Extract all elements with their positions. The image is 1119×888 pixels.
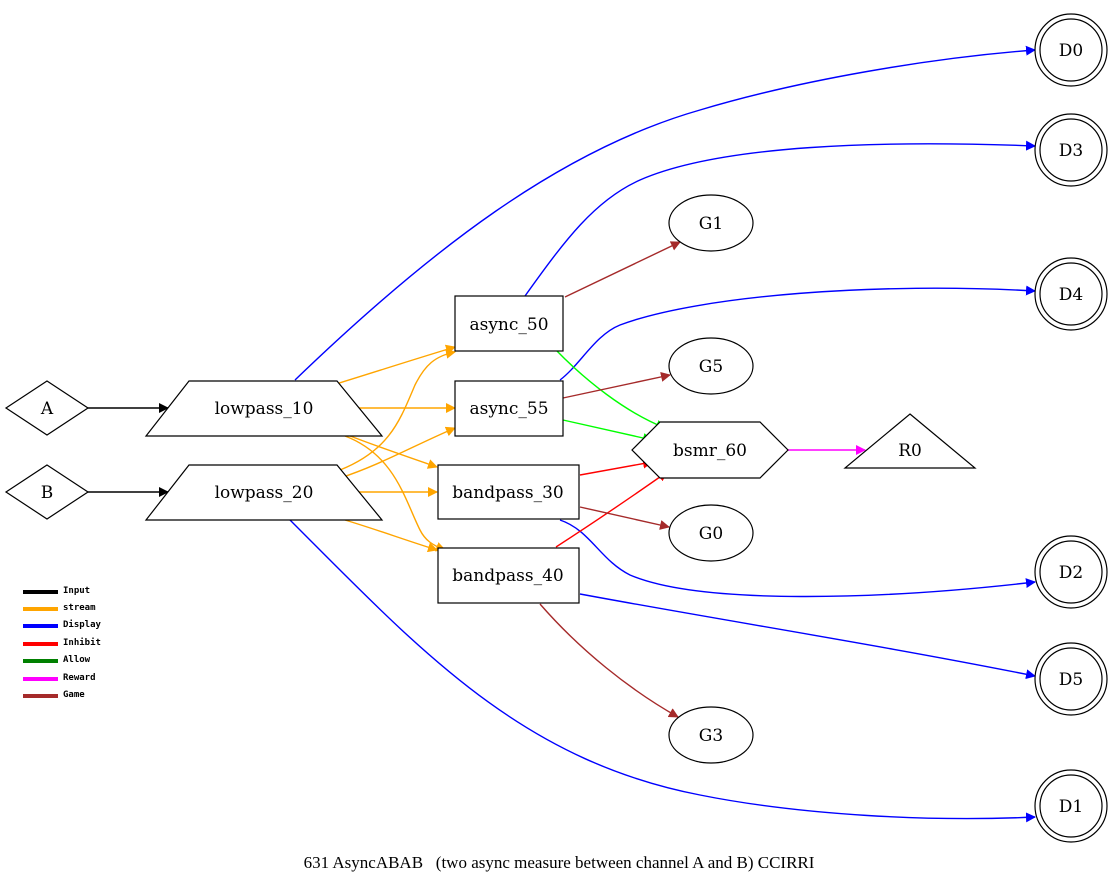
legend-item-stream: stream [23, 603, 96, 613]
node-label: R0 [898, 441, 922, 461]
edge-async_55-G5 [562, 372, 671, 399]
node-label: B [41, 483, 54, 503]
node-label: D2 [1059, 563, 1083, 583]
edge-bandpass_30-bsmr_60 [579, 458, 653, 476]
trapezium-shape [144, 380, 384, 437]
node-bsmr_60[interactable]: bsmr_60 [631, 421, 789, 479]
edge-async_50-bsmr_60 [555, 349, 666, 430]
node-bandpass_40[interactable]: bandpass_40 [437, 547, 580, 604]
box-shape [437, 547, 580, 604]
legend-label: Game [63, 690, 85, 700]
legend-item-inhibit: Inhibit [23, 637, 101, 648]
node-G0[interactable]: G0 [668, 504, 754, 562]
edge-lowpass_10-async_50 [335, 344, 456, 385]
inner-circle [1039, 262, 1103, 326]
legend-label: Reward [63, 673, 96, 683]
edge-async_50-G1 [564, 241, 681, 298]
legend-label: stream [63, 603, 96, 613]
node-D0[interactable]: D0 [1034, 13, 1108, 87]
node-D5[interactable]: D5 [1034, 642, 1108, 716]
node-label: G1 [699, 214, 723, 234]
node-D1[interactable]: D1 [1034, 769, 1108, 843]
inner-circle [1039, 647, 1103, 711]
edge-bandpass_40-G3 [539, 603, 679, 718]
node-D4[interactable]: D4 [1034, 257, 1108, 331]
node-label: G5 [699, 357, 723, 377]
node-G1[interactable]: G1 [668, 194, 754, 252]
node-label: G3 [699, 726, 723, 746]
edge-async_55-D4 [559, 285, 1036, 381]
diamond-shape [4, 380, 90, 436]
inner-circle [1039, 774, 1103, 838]
edge-bandpass_40-bsmr_60 [555, 471, 668, 548]
node-D2[interactable]: D2 [1034, 535, 1108, 609]
inner-circle [1039, 540, 1103, 604]
trapezium-shape [144, 464, 384, 521]
edge-lowpass_10-bandpass_30 [344, 433, 438, 469]
legend-label: Inhibit [63, 637, 101, 648]
edge-async_50-D3 [524, 140, 1036, 297]
legend-label: Display [63, 619, 102, 630]
node-label: async_50 [469, 315, 548, 335]
inner-circle [1039, 118, 1103, 182]
node-bandpass_30[interactable]: bandpass_30 [437, 464, 580, 520]
edge-lowpass_20-D1 [289, 519, 1036, 823]
node-label: D5 [1059, 670, 1083, 690]
inner-circle [1039, 18, 1103, 82]
edges-layer [88, 45, 1036, 823]
node-label: A [40, 399, 54, 419]
node-label: async_55 [469, 399, 548, 419]
node-A[interactable]: A [4, 380, 90, 436]
edge-bandpass_30-D2 [559, 519, 1036, 598]
edge-lowpass_20-async_55 [339, 426, 456, 479]
legend-item-display: Display [23, 619, 102, 630]
node-async_55[interactable]: async_55 [454, 380, 564, 437]
node-async_50[interactable]: async_50 [454, 295, 564, 352]
edge-lowpass_20-bandpass_40 [344, 519, 438, 553]
node-B[interactable]: B [4, 464, 90, 520]
node-G3[interactable]: G3 [668, 706, 754, 764]
node-label: bsmr_60 [673, 441, 747, 461]
edge-async_55-bsmr_60 [562, 419, 653, 443]
legend-item-input: Input [23, 586, 90, 596]
edge-bandpass_30-G0 [579, 506, 670, 530]
legend-label: Allow [63, 655, 91, 665]
node-label: lowpass_20 [215, 483, 314, 503]
node-D3[interactable]: D3 [1034, 113, 1108, 187]
ellipse-shape [668, 706, 754, 764]
edge-lowpass_10-D0 [294, 45, 1036, 381]
legend: Input stream Display Inhibit Allow Rewar… [23, 586, 102, 700]
ellipse-shape [668, 504, 754, 562]
node-label: G0 [699, 524, 723, 544]
box-shape [454, 295, 564, 352]
legend-label: Input [63, 586, 90, 596]
node-label: D0 [1059, 41, 1083, 61]
triangle-shape [843, 413, 977, 469]
box-shape [437, 464, 580, 520]
node-label: bandpass_40 [452, 566, 563, 586]
node-label: D3 [1059, 141, 1083, 161]
diagram-caption: 631 AsyncABAB (two async measure between… [304, 853, 815, 872]
node-lowpass_10[interactable]: lowpass_10 [144, 380, 384, 437]
legend-item-reward: Reward [23, 673, 96, 683]
edge-lowpass_20-async_50 [339, 348, 456, 471]
node-label: D1 [1059, 797, 1083, 817]
node-R0[interactable]: R0 [843, 413, 977, 469]
ellipse-shape [668, 194, 754, 252]
legend-item-game: Game [23, 690, 85, 700]
node-lowpass_20[interactable]: lowpass_20 [144, 464, 384, 521]
node-G5[interactable]: G5 [668, 337, 754, 395]
nodes-layer: A B lowpass_10 lowpass_20 async_50 async… [4, 13, 1108, 843]
ellipse-shape [668, 337, 754, 395]
node-label: D4 [1059, 285, 1083, 305]
node-label: lowpass_10 [215, 399, 314, 419]
hexagon-shape [631, 421, 789, 479]
diamond-shape [4, 464, 90, 520]
box-shape [454, 380, 564, 437]
edge-bandpass_40-D5 [579, 593, 1036, 680]
legend-item-allow: Allow [23, 655, 91, 665]
node-label: bandpass_30 [452, 483, 563, 503]
